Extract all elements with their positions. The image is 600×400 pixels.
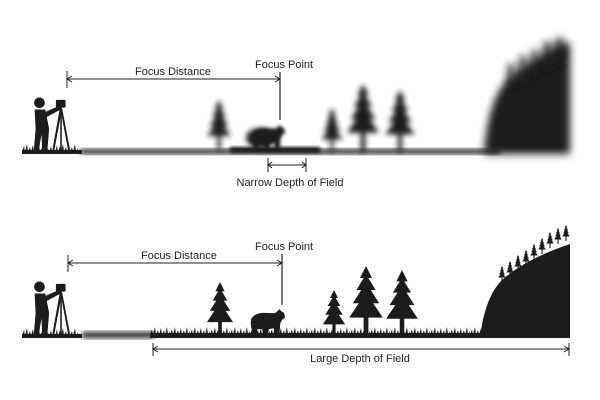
bottom-panel <box>22 225 570 356</box>
bottom-focus-distance-arrow <box>67 254 283 305</box>
tree-icon <box>386 270 418 338</box>
top-depth-of-field-label: Narrow Depth of Field <box>236 177 344 189</box>
tree-icon <box>349 266 383 338</box>
bottom-depth-of-field-label: Large Depth of Field <box>310 353 410 365</box>
small-tree-icon <box>546 232 554 248</box>
small-tree-icon <box>562 225 570 241</box>
blurred-tree-icon <box>385 90 415 152</box>
photographer-icon <box>33 281 71 337</box>
top-ground <box>22 144 500 154</box>
bottom-ground-blurred <box>82 332 154 338</box>
bottom-focus-distance-label: Focus Distance <box>141 250 217 262</box>
top-blurred-trees <box>207 84 415 152</box>
top-depth-of-field-arrow <box>267 158 307 172</box>
bottom-focus-point-label: Focus Point <box>255 241 314 253</box>
top-focus-point-label: Focus Point <box>255 59 314 71</box>
blurred-tree-icon <box>347 84 379 152</box>
tree-icon <box>206 282 234 338</box>
bottom-ground-sharp <box>150 333 570 338</box>
top-focus-distance-label: Focus Distance <box>135 66 211 78</box>
hill <box>480 244 570 338</box>
small-tree-icon <box>554 228 562 244</box>
bottom-sharp-trees <box>206 266 418 338</box>
bottom-depth-of-field-arrow <box>152 343 570 356</box>
top-focus-distance-arrow <box>66 71 281 120</box>
top-bear-slightly-blurred <box>246 124 286 151</box>
blurred-hill-trees <box>508 38 563 88</box>
blurred-tree-icon <box>321 108 343 152</box>
blurred-tree-icon <box>207 100 231 150</box>
top-panel <box>22 38 570 172</box>
small-tree-icon <box>538 238 546 254</box>
bear-icon <box>250 309 286 336</box>
top-ground-sharp <box>22 150 82 154</box>
photographer-icon <box>33 97 71 153</box>
bottom-ground <box>22 327 570 338</box>
